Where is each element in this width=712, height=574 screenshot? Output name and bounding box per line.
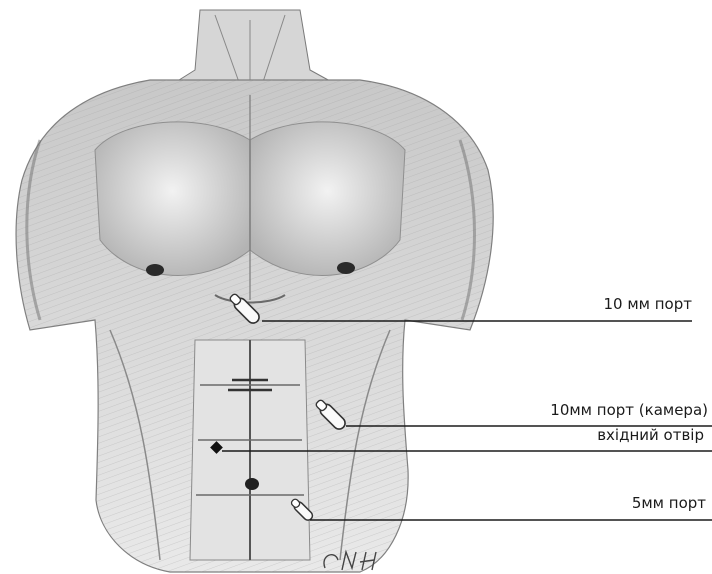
right-nipple <box>337 262 355 274</box>
right-pectoral <box>250 122 405 276</box>
left-pectoral <box>95 122 250 276</box>
label-10mm-camera-port: 10мм порт (камера) <box>550 403 708 418</box>
label-10mm-port: 10 мм порт <box>604 297 693 312</box>
left-nipple <box>146 264 164 276</box>
label-entry-point: вхідний отвір <box>597 428 704 443</box>
umbilicus <box>245 478 259 490</box>
label-5mm-port: 5мм порт <box>632 496 706 511</box>
